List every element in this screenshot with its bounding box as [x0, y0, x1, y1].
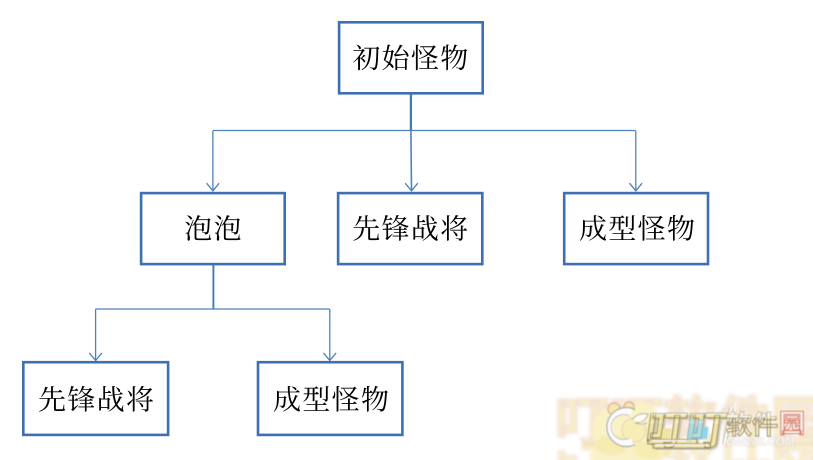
svg-text:GM178.COM: GM178.COM	[726, 436, 795, 449]
